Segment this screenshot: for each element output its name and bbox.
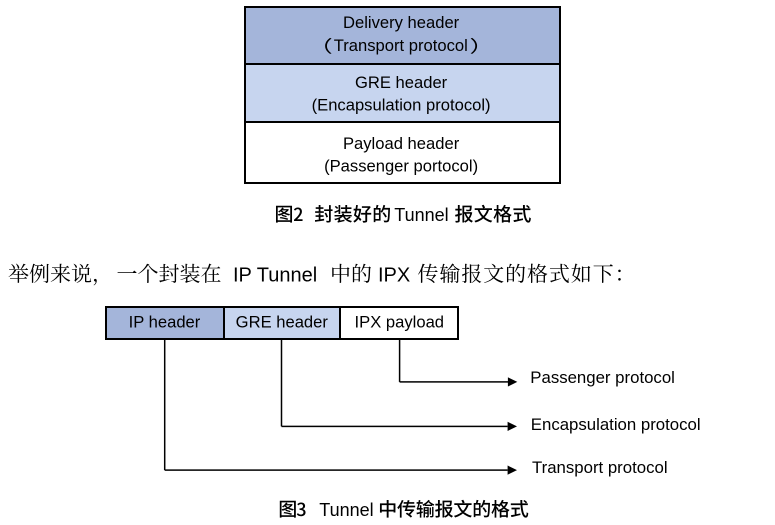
svg-text:Tunnel: Tunnel (394, 205, 448, 225)
svg-text:IPX payload: IPX payload (355, 312, 444, 331)
svg-text:Passenger protocol: Passenger protocol (530, 368, 675, 387)
svg-text:Delivery header: Delivery header (343, 13, 460, 32)
svg-text:IPX: IPX (378, 264, 410, 286)
svg-text:Payload header: Payload header (343, 134, 460, 153)
svg-text:Transport protocol: Transport protocol (334, 36, 468, 55)
svg-text:(Passenger portocol): (Passenger portocol) (324, 156, 478, 175)
svg-text:(Encapsulation protocol): (Encapsulation protocol) (312, 95, 491, 114)
svg-text:IP Tunnel: IP Tunnel (233, 264, 317, 286)
svg-text:Tunnel: Tunnel (319, 500, 373, 520)
svg-text:Encapsulation protocol: Encapsulation protocol (531, 415, 701, 434)
svg-text:GRE header: GRE header (236, 312, 329, 331)
svg-text:Transport protocol: Transport protocol (532, 458, 668, 477)
svg-text:IP header: IP header (129, 312, 201, 331)
svg-text:GRE header: GRE header (355, 73, 448, 92)
